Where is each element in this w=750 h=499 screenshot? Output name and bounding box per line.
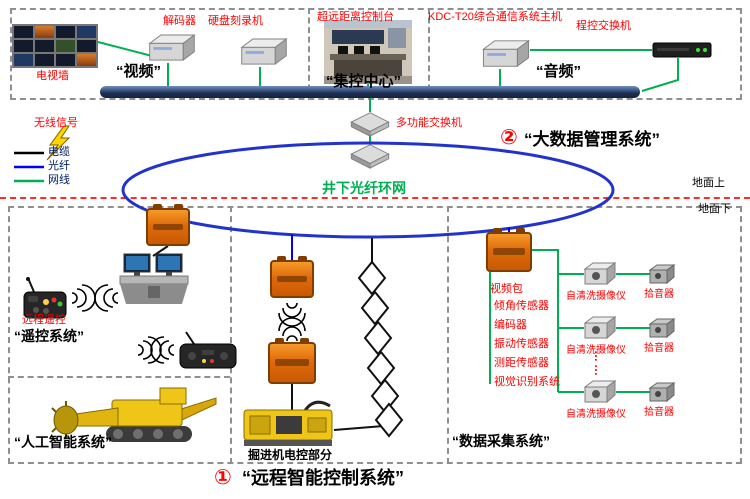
sensor-label: 视觉识别系统 (494, 376, 560, 388)
surface-section-box (10, 8, 742, 100)
legend-line-samples (14, 151, 44, 183)
pickup-label: 拾音器 (644, 407, 674, 418)
sound-pickup-icon (648, 316, 676, 340)
control-center-label: “集控中心” (326, 73, 402, 90)
ring-access-switch-icon (349, 141, 391, 169)
underground-divider-2 (447, 206, 449, 464)
tv-wall-label: 电视墙 (36, 70, 69, 82)
control-console-photo-icon (324, 20, 412, 84)
sound-pickup-icon (648, 262, 676, 286)
wireless-signal-arcs-icon (71, 284, 306, 364)
ground-below-label: 地面下 (698, 203, 731, 215)
surface-divider-1 (308, 8, 310, 100)
ethernet-lines (97, 41, 679, 393)
system-2-number: ② (500, 126, 518, 149)
camera-label: 自清洗摄像仪 (566, 291, 626, 302)
remote-controller-2-icon (176, 330, 240, 372)
remote-ai-divider (8, 376, 230, 378)
remote-controller-icon (20, 276, 70, 322)
legend-wireless-label: 无线信号 (34, 117, 78, 129)
sensor-label: 编码器 (494, 319, 527, 331)
pickup-label: 拾音器 (644, 289, 674, 300)
lightning-icon (46, 125, 71, 161)
main-system-title: “远程智能控制系统” (242, 468, 404, 488)
flameproof-box-remote-icon (146, 204, 190, 246)
flameproof-box-lower-icon (268, 338, 316, 384)
ground-level-line (0, 197, 750, 199)
self-cleaning-camera-icon (582, 314, 618, 342)
operator-console-icon (118, 252, 190, 306)
decoder-label: 解码器 (163, 15, 196, 27)
recorder-label: 硬盘刻录机 (208, 15, 263, 27)
camera-label: 自清洗摄像仪 (566, 409, 626, 420)
kdc-host-device-icon (478, 38, 534, 70)
kdc-host-label: KDC-T20综合通信系统主机 (428, 11, 562, 23)
video-pack-label: 视频包 (490, 283, 523, 295)
ai-system-label: “人工智能系统” (14, 434, 112, 450)
system-1-number: ① (214, 466, 232, 489)
hdd-recorder-device-icon (238, 36, 290, 68)
roadheader-machine-icon (48, 380, 218, 454)
pickup-label: 拾音器 (644, 343, 674, 354)
legend-cable-label: 电缆 (48, 146, 70, 158)
daq-system-label: “数据采集系统” (452, 433, 550, 449)
big-data-system-label: “大数据管理系统” (524, 130, 660, 149)
underground-divider-1 (230, 206, 232, 464)
fiber-ring (121, 141, 615, 239)
surface-divider-2 (428, 8, 430, 100)
underground-section-box (8, 206, 742, 464)
console-label: 超远距离控制台 (317, 11, 394, 23)
machine-control-label: 掘进机电控部分 (248, 448, 333, 462)
ground-above-label: 地面上 (692, 177, 725, 189)
sound-pickup-icon (648, 380, 676, 404)
legend-fiber-label: 光纤 (48, 160, 70, 172)
sensor-label: 振动传感器 (494, 338, 549, 350)
cable-chain-icon (357, 260, 404, 438)
remote-system-label: “遥控系统” (14, 328, 84, 344)
audio-section-label: “音频” (536, 63, 582, 80)
sensor-label: 测距传感器 (494, 357, 549, 369)
video-section-label: “视频” (116, 63, 162, 80)
multifunction-switch-icon (349, 109, 391, 137)
decoder-device-icon (146, 32, 198, 64)
pbx-label: 程控交换机 (576, 20, 631, 32)
self-cleaning-camera-icon (582, 378, 618, 406)
flameproof-box-upper-icon (270, 256, 314, 298)
tv-wall-icon (12, 24, 98, 68)
machine-electric-control-icon (242, 392, 334, 448)
legend-ethernet-label: 网线 (48, 174, 70, 186)
camera-ellipsis: …… (592, 350, 606, 378)
sensor-label: 倾角传感器 (494, 300, 549, 312)
flameproof-box-daq-icon (486, 228, 532, 272)
fiber-ring-label: 井下光纤环网 (322, 180, 406, 196)
self-cleaning-camera-icon (582, 260, 618, 288)
surface-backbone-bus (100, 86, 640, 98)
remote-control-label: 远程遥控 (22, 314, 66, 326)
multifunction-switch-label: 多功能交换机 (396, 117, 462, 129)
camera-label: 自清洗摄像仪 (566, 345, 626, 356)
pbx-switch-device-icon (652, 42, 712, 58)
